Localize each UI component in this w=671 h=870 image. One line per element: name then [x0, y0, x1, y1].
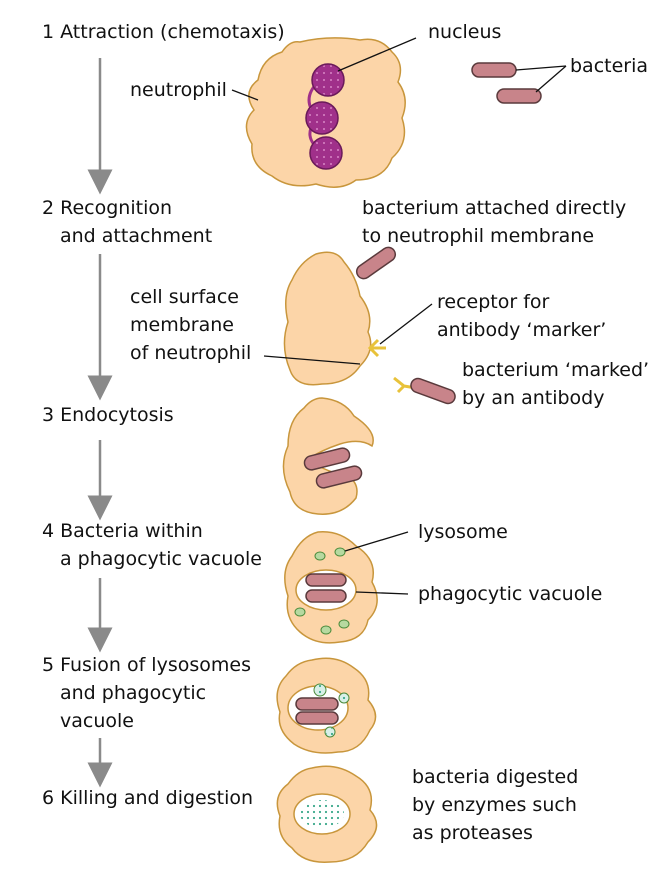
stage-4-label-line1: 4 Bacteria within: [42, 520, 203, 542]
stage-1-leaders: [231, 37, 567, 101]
bacterium-in-fusing-vacuole-2: [295, 711, 339, 725]
bacterium-marked: [410, 377, 456, 405]
marked-label-line2: by an antibody: [462, 387, 605, 409]
bacterium-in-vacuole-1: [305, 573, 347, 587]
bacterium-in-fusing-vacuole-1: [295, 697, 339, 711]
stage-5-label-line3: vacuole: [60, 710, 134, 732]
neutrophil-cell-2: [283, 251, 372, 386]
stage-1-label: 1 Attraction (chemotaxis): [42, 21, 285, 43]
attached-label-line2: to neutrophil membrane: [362, 225, 595, 247]
bacterium-engulfed-2: [315, 465, 363, 489]
membrane-label-line1: cell surface: [130, 286, 239, 308]
bacterium-attached: [355, 246, 397, 280]
digested-label-line2: by enzymes such: [412, 794, 577, 816]
lysosome-label: lysosome: [418, 521, 508, 543]
stage-2-leaders: [263, 303, 433, 365]
stage-6-label: 6 Killing and digestion: [42, 787, 254, 809]
lysosome-1: [314, 551, 326, 561]
bacterium-free-2: [496, 88, 542, 104]
stage-4-leaders: [344, 531, 409, 595]
lysosome-3: [294, 607, 306, 617]
lysosome-5: [338, 619, 350, 629]
digested-label-line3: as proteases: [412, 822, 533, 844]
bacterium-engulfed-1: [303, 447, 351, 471]
stage-2-label-line1: 2 Recognition: [42, 197, 173, 219]
nucleus-label: nucleus: [428, 21, 502, 43]
attached-label-line1: bacterium attached directly: [362, 197, 627, 219]
vacuole-label: phagocytic vacuole: [418, 583, 603, 605]
stage-4-label-line2: a phagocytic vacuole: [60, 548, 262, 570]
receptor-label-line2: antibody ‘marker’: [437, 319, 607, 341]
receptor-label-line1: receptor for: [437, 291, 550, 313]
lysosome-4: [320, 625, 332, 635]
digested-label-line1: bacteria digested: [412, 766, 579, 788]
membrane-label-line3: of neutrophil: [130, 342, 252, 364]
enzyme-dots: [300, 800, 344, 828]
bacteria-label: bacteria: [570, 55, 649, 77]
bacterium-free-1: [471, 62, 517, 78]
lysosome-2: [334, 547, 346, 557]
stage-3-label: 3 Endocytosis: [42, 404, 174, 426]
receptor-shape: [367, 338, 386, 358]
stage-5-label-line2: and phagocytic: [60, 682, 207, 704]
bacterium-in-vacuole-2: [305, 589, 347, 603]
marked-label-line1: bacterium ‘marked’: [462, 359, 650, 381]
neutrophil-label: neutrophil: [130, 79, 227, 101]
stage-2-label-line2: and attachment: [60, 225, 213, 247]
stage-5-label-line1: 5 Fusion of lysosomes: [42, 654, 251, 676]
neutrophil-cell-3: [282, 397, 374, 515]
membrane-label-line2: membrane: [130, 314, 234, 336]
